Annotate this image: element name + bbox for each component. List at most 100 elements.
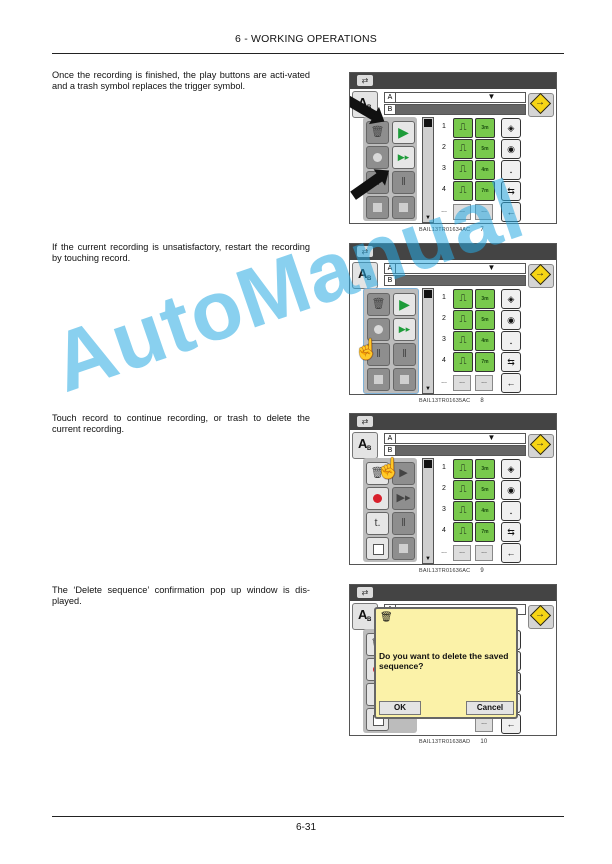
- ok-button[interactable]: OK: [379, 701, 421, 715]
- pause-left-button[interactable]: ‖: [367, 343, 390, 366]
- screen-switch-icon[interactable]: ⇄: [357, 587, 373, 598]
- pto-icon[interactable]: ◈: [501, 459, 521, 479]
- cancel-button[interactable]: Cancel: [466, 701, 514, 715]
- back-icon[interactable]: ←: [501, 373, 521, 393]
- screen-switch-icon[interactable]: ⇄: [357, 75, 373, 86]
- back-icon[interactable]: ←: [501, 202, 521, 222]
- transmission-icon[interactable]: ⇆: [501, 352, 521, 372]
- pause-button[interactable]: ‖: [393, 343, 416, 366]
- sequence-row[interactable]: 3⎍4m▪: [438, 500, 550, 521]
- scrollbar[interactable]: ▼: [422, 458, 434, 564]
- clutch-icon[interactable]: ◉: [501, 480, 521, 500]
- scroll-down-icon[interactable]: ▼: [425, 386, 431, 392]
- stop-button[interactable]: [392, 196, 415, 219]
- sequence-row[interactable]: 3⎍4m▪: [438, 159, 550, 180]
- title-bar: ⇄: [350, 585, 556, 601]
- scrollbar[interactable]: ▼: [422, 288, 434, 394]
- pause-button[interactable]: ‖: [392, 512, 415, 535]
- field-a[interactable]: A: [384, 92, 526, 103]
- scroll-down-icon[interactable]: ▼: [425, 215, 431, 221]
- transmission-icon[interactable]: ⇆: [501, 522, 521, 542]
- trash-button[interactable]: 🗑: [367, 293, 390, 316]
- field-b[interactable]: B: [384, 104, 526, 115]
- title-bar: ⇄: [350, 414, 556, 430]
- step-play-button[interactable]: ▶▸: [392, 146, 415, 169]
- trash-icon: 🗑: [370, 126, 385, 138]
- title-bar: ⇄: [350, 244, 556, 260]
- dropdown-icon[interactable]: ▼: [487, 263, 496, 272]
- arrow-right-icon: →: [535, 609, 545, 620]
- record-icon: [374, 325, 383, 334]
- clutch-icon[interactable]: ◉: [501, 139, 521, 159]
- nav-button[interactable]: →: [528, 263, 554, 288]
- field-b[interactable]: B: [384, 275, 526, 286]
- paragraph-4: The ‘Delete sequence’ confirmation pop u…: [52, 585, 310, 606]
- scrollbar[interactable]: ▼: [422, 117, 434, 223]
- nav-button[interactable]: →: [528, 604, 554, 629]
- play-icon: ▶: [399, 467, 408, 479]
- field-a[interactable]: A: [384, 433, 526, 444]
- sequence-row[interactable]: 4⎍7m⇆: [438, 351, 550, 372]
- trash-button[interactable]: 🗑: [366, 462, 389, 485]
- step-play-button[interactable]: ▶▸: [392, 487, 415, 510]
- clutch-icon[interactable]: ◉: [501, 310, 521, 330]
- stop-icon: [373, 203, 382, 212]
- dialog-question: Do you want to delete the saved sequence…: [379, 651, 509, 671]
- sequence-row[interactable]: 1⎍3m◈: [438, 288, 550, 309]
- stop-left-button[interactable]: [366, 537, 389, 560]
- stop-button[interactable]: [392, 537, 415, 560]
- play-button[interactable]: ▶: [393, 293, 416, 316]
- stop-left-button[interactable]: [367, 368, 390, 391]
- dropdown-icon[interactable]: ▼: [487, 433, 496, 442]
- sequence-row[interactable]: ...←: [438, 713, 550, 734]
- paragraph-1: Once the recording is finished, the play…: [52, 70, 310, 91]
- trash-icon: 🗑: [370, 467, 385, 479]
- screen-switch-icon[interactable]: ⇄: [357, 416, 373, 427]
- hitch-icon: ⎍: [453, 289, 473, 309]
- back-icon[interactable]: ←: [501, 543, 521, 563]
- play-button[interactable]: ▶: [392, 121, 415, 144]
- sequence-row[interactable]: 3⎍4m▪: [438, 330, 550, 351]
- blank-icon[interactable]: ▪: [501, 160, 521, 180]
- field-b[interactable]: B: [384, 445, 526, 456]
- hitch-icon: ⎍: [453, 352, 473, 372]
- sequence-row[interactable]: 1⎍3m◈: [438, 458, 550, 479]
- blank-icon[interactable]: ▪: [501, 331, 521, 351]
- sequence-row[interactable]: 2⎍5m◉: [438, 138, 550, 159]
- page-header: 6 - WORKING OPERATIONS: [235, 33, 377, 45]
- sequence-row[interactable]: .........←: [438, 542, 550, 563]
- field-a[interactable]: A: [384, 263, 526, 274]
- scroll-down-icon[interactable]: ▼: [425, 556, 431, 562]
- sequence-row[interactable]: .........←: [438, 201, 550, 222]
- sequence-row[interactable]: .........←: [438, 372, 550, 393]
- sequence-row[interactable]: 2⎍5m◉: [438, 479, 550, 500]
- pause-button[interactable]: ‖: [392, 171, 415, 194]
- stop-icon: [373, 544, 384, 555]
- figure-10: ⇄ AB A → 🗑 t. ◈ ◉ ▪ ⇆ ...← 🗑 Do you want…: [349, 584, 557, 745]
- pto-icon[interactable]: ◈: [501, 289, 521, 309]
- blank-icon[interactable]: ▪: [501, 501, 521, 521]
- sequence-row[interactable]: 4⎍7m⇆: [438, 521, 550, 542]
- hitch-icon: ⎍: [453, 459, 473, 479]
- sequence-row[interactable]: 1⎍3m◈: [438, 117, 550, 138]
- step-play-button[interactable]: ▶▸: [393, 318, 416, 341]
- sequence-row[interactable]: 2⎍5m◉: [438, 309, 550, 330]
- transmission-icon[interactable]: ⇆: [501, 181, 521, 201]
- stop-button[interactable]: [393, 368, 416, 391]
- timer-button[interactable]: t.: [366, 512, 389, 535]
- dropdown-icon[interactable]: ▼: [487, 92, 496, 101]
- record-button[interactable]: [366, 487, 389, 510]
- play-button[interactable]: ▶: [392, 462, 415, 485]
- hitch-icon: ⎍: [453, 480, 473, 500]
- footer-rule: [52, 816, 564, 817]
- nav-button[interactable]: →: [528, 92, 554, 117]
- screen-switch-icon[interactable]: ⇄: [357, 246, 373, 257]
- pto-icon[interactable]: ◈: [501, 118, 521, 138]
- paragraph-3: Touch record to continue recording, or t…: [52, 413, 310, 434]
- record-button[interactable]: [367, 318, 390, 341]
- sequence-row[interactable]: 4⎍7m⇆: [438, 180, 550, 201]
- stop-left-button[interactable]: [366, 196, 389, 219]
- nav-button[interactable]: →: [528, 433, 554, 458]
